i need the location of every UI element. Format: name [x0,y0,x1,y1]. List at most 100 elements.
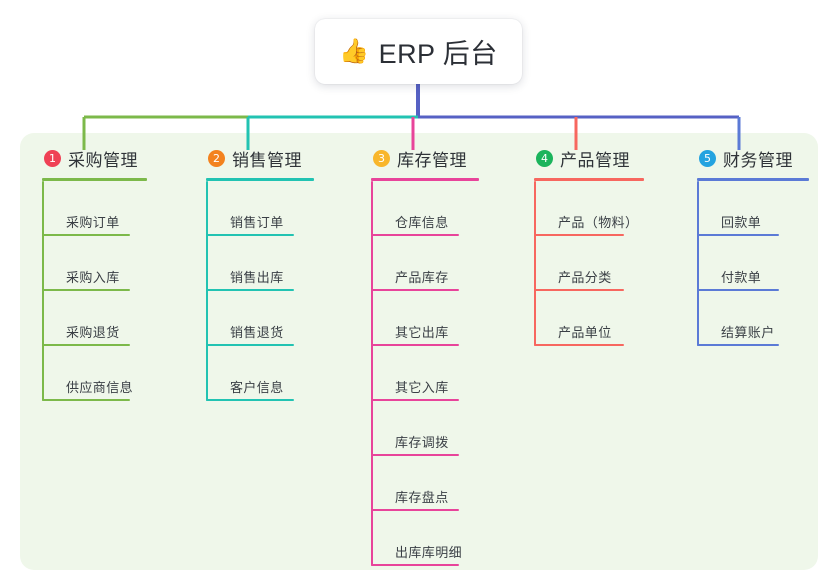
branch-number-badge: 2 [208,149,225,167]
branch-title: 销售管理 [232,150,302,170]
branch-item[interactable]: 采购退货 [42,291,147,346]
branch-header-4[interactable]: 4 产品管理 [534,145,644,171]
branch-item-underline [206,399,294,401]
branch-item[interactable]: 产品（物料） [534,181,644,236]
branch-item-label: 销售退货 [230,325,284,340]
branch-column-4: 4 产品管理产品（物料） 产品分类产品单位 [534,145,644,346]
branch-item-label: 库存盘点 [395,490,449,505]
branch-item[interactable]: 销售退货 [206,291,314,346]
branch-header-underline [206,178,314,181]
branch-item-underline [206,234,294,236]
thumbs-up-icon: 👍 [339,37,370,65]
branch-item[interactable]: 仓库信息 [371,181,479,236]
branch-item[interactable]: 库存调拨 [371,401,479,456]
branch-header-underline [697,178,809,181]
branch-item-underline [371,234,459,236]
branch-item[interactable]: 采购入库 [42,236,147,291]
root-node[interactable]: 👍 ERP 后台 [315,19,522,84]
branch-item-underline [371,509,459,511]
branch-item-underline [534,344,624,346]
branch-item-list: 仓库信息产品库存其它出库其它入库库存调拨库存盘点出库库明细 [371,181,479,566]
branch-item-label: 产品库存 [395,270,449,285]
branch-title: 产品管理 [560,150,630,170]
branch-item-underline [697,234,779,236]
branch-title: 库存管理 [397,150,467,170]
branch-item-underline [371,454,459,456]
branch-item-underline [206,344,294,346]
branch-item[interactable]: 出库库明细 [371,511,479,566]
branch-item-underline [371,289,459,291]
branch-item[interactable]: 销售出库 [206,236,314,291]
branch-number-badge: 1 [44,149,61,167]
branch-item[interactable]: 回款单 [697,181,809,236]
diagram-background-panel [20,133,818,570]
branch-item-underline [534,289,624,291]
branch-spine [534,181,536,346]
branch-item-underline [534,234,624,236]
branch-item-label: 付款单 [721,270,762,285]
branch-item-label: 客户信息 [230,380,284,395]
branch-item-label: 产品分类 [558,270,612,285]
branch-item[interactable]: 其它出库 [371,291,479,346]
branch-item[interactable]: 结算账户 [697,291,809,346]
branch-column-2: 2 销售管理销售订单销售出库销售退货客户信息 [206,145,314,401]
branch-item-label: 结算账户 [721,325,775,340]
branch-header-1[interactable]: 1 采购管理 [42,145,147,171]
branch-item-label: 回款单 [721,215,762,230]
branch-item-label: 库存调拨 [395,435,449,450]
branch-item[interactable]: 库存盘点 [371,456,479,511]
branch-item-underline [697,344,779,346]
branch-item[interactable]: 供应商信息 [42,346,147,401]
branch-spine [42,181,44,401]
branch-title: 采购管理 [68,150,138,170]
branch-item-underline [371,344,459,346]
branch-item-label: 出库库明细 [395,545,463,560]
branch-item-list: 回款单付款单结算账户 [697,181,809,346]
branch-header-2[interactable]: 2 销售管理 [206,145,314,171]
branch-item-label: 其它入库 [395,380,449,395]
branch-header-underline [534,178,644,181]
branch-item-list: 销售订单销售出库销售退货客户信息 [206,181,314,401]
root-node-label: ERP 后台 [378,39,498,69]
branch-item-list: 产品（物料） 产品分类产品单位 [534,181,644,346]
branch-item[interactable]: 客户信息 [206,346,314,401]
branch-header-underline [42,178,147,181]
branch-item[interactable]: 产品分类 [534,236,644,291]
branch-spine [697,181,699,346]
branch-item-underline [42,344,130,346]
branch-item[interactable]: 产品单位 [534,291,644,346]
branch-item-label: 仓库信息 [395,215,449,230]
branch-item[interactable]: 产品库存 [371,236,479,291]
branch-item-label: 销售订单 [230,215,284,230]
branch-number-badge: 4 [536,149,553,167]
branch-item-label: 产品（物料） [558,215,639,230]
branch-item[interactable]: 其它入库 [371,346,479,401]
root-node-title: 👍 ERP 后台 [339,32,497,71]
branch-number-badge: 5 [699,149,716,167]
branch-item-list: 采购订单采购入库采购退货供应商信息 [42,181,147,401]
branch-item[interactable]: 采购订单 [42,181,147,236]
branch-item-underline [42,399,130,401]
branch-item-label: 其它出库 [395,325,449,340]
branch-column-1: 1 采购管理采购订单采购入库采购退货供应商信息 [42,145,147,401]
branch-item-underline [371,399,459,401]
branch-item-label: 销售出库 [230,270,284,285]
branch-header-5[interactable]: 5 财务管理 [697,145,809,171]
branch-title: 财务管理 [723,150,793,170]
branch-spine [371,181,373,566]
branch-spine [206,181,208,401]
branch-column-5: 5 财务管理回款单付款单结算账户 [697,145,809,346]
branch-item-underline [42,289,130,291]
branch-item-label: 采购订单 [66,215,120,230]
branch-item-label: 供应商信息 [66,380,134,395]
branch-item[interactable]: 销售订单 [206,181,314,236]
branch-item-label: 采购退货 [66,325,120,340]
branch-item-underline [206,289,294,291]
branch-header-underline [371,178,479,181]
branch-item-label: 采购入库 [66,270,120,285]
branch-item-underline [697,289,779,291]
branch-item[interactable]: 付款单 [697,236,809,291]
branch-item-underline [371,564,459,566]
